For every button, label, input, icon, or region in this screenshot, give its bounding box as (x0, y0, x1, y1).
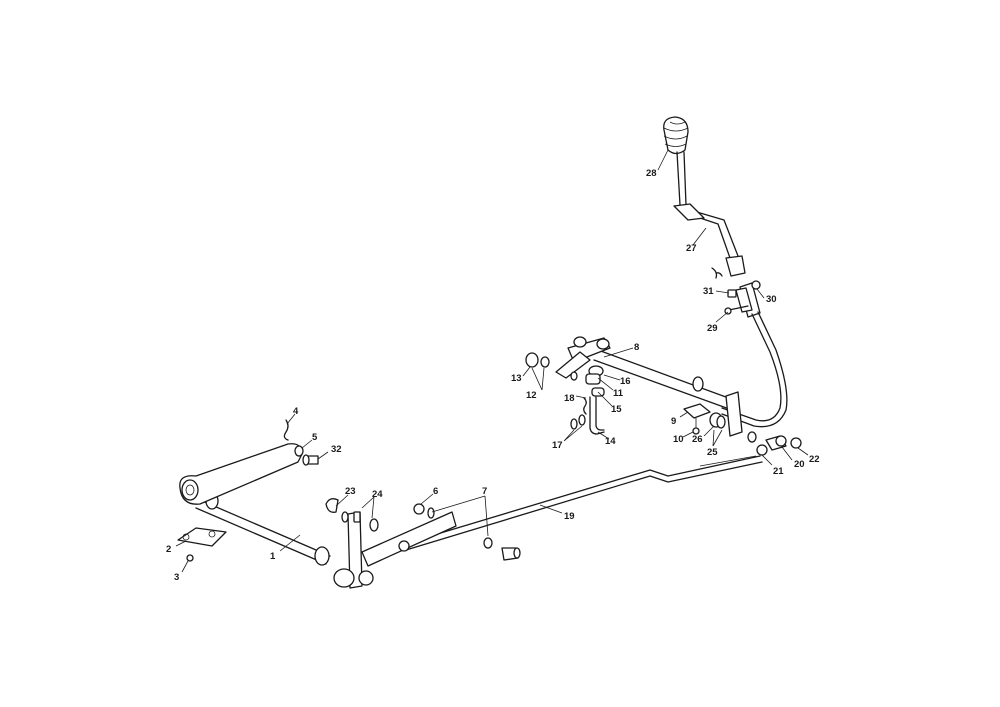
callout-14: 14 (605, 436, 616, 447)
callout-29: 29 (707, 323, 718, 334)
callout-22: 22 (809, 454, 820, 465)
callout-19: 19 (564, 511, 575, 522)
part-28-knob (663, 116, 689, 155)
leader-lines (175, 149, 809, 573)
callout-28: 28 (646, 168, 657, 179)
callout-11: 11 (613, 388, 624, 399)
part-1-lower-shaft (195, 492, 331, 566)
callout-32: 32 (331, 444, 342, 455)
callout-16: 16 (620, 376, 631, 387)
callout-23: 23 (345, 486, 356, 497)
part-9-bracket (683, 403, 711, 435)
part-left-arm (179, 419, 319, 505)
callout-4: 4 (293, 406, 299, 417)
callout-27: 27 (686, 243, 697, 254)
callout-2: 2 (166, 544, 171, 555)
part-2-bracket (177, 527, 227, 562)
callout-31: 31 (703, 286, 714, 297)
part-29-31-bracket (711, 267, 761, 318)
callout-3: 3 (174, 572, 179, 583)
callout-30: 30 (766, 294, 777, 305)
callout-1: 1 (270, 551, 276, 562)
callout-26: 26 (692, 434, 703, 445)
callout-18: 18 (564, 393, 575, 404)
callout-25: 25 (707, 447, 718, 458)
callout-13: 13 (511, 373, 522, 384)
callout-24: 24 (372, 489, 383, 500)
callout-8: 8 (634, 342, 639, 353)
callout-21: 21 (773, 466, 784, 477)
callout-labels: 1 2 3 4 5 6 7 8 9 10 11 12 13 14 15 16 1… (166, 168, 820, 583)
callout-20: 20 (794, 459, 805, 470)
part-7-pin (483, 537, 521, 561)
callout-17: 17 (552, 440, 563, 451)
hardware-11-16 (525, 352, 605, 435)
callout-10: 10 (673, 434, 684, 445)
callout-7: 7 (482, 486, 487, 497)
callout-6: 6 (433, 486, 438, 497)
center-lever-assembly (325, 498, 457, 589)
callout-9: 9 (671, 416, 676, 427)
callout-5: 5 (312, 432, 318, 443)
part-19-rod (403, 455, 763, 551)
part-27-lever-arm (673, 151, 746, 277)
callout-15: 15 (611, 404, 622, 415)
vertical-arm (709, 391, 743, 437)
rod-end-20-22 (747, 431, 802, 456)
part-8-upper-shaft (555, 336, 735, 411)
lever-rod (721, 311, 788, 428)
callout-12: 12 (526, 390, 537, 401)
